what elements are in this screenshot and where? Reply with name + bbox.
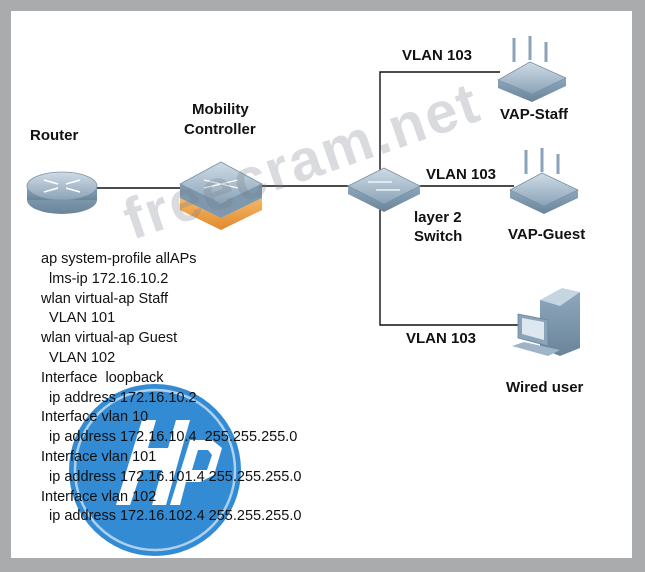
switch-label-line2: Switch	[414, 228, 463, 245]
config-line: wlan virtual-ap Staff	[41, 290, 169, 307]
config-line: Interface vlan 101	[41, 448, 157, 465]
switch-label-line1: layer 2	[414, 209, 462, 226]
vlan-label-wired: VLAN 103	[406, 330, 477, 347]
config-line: Interface vlan 10	[41, 409, 149, 426]
vlan-label-staff: VLAN 103	[402, 47, 473, 64]
controller-label-line1: Mobility	[192, 101, 249, 118]
layer2-switch-icon	[347, 167, 421, 212]
router-label: Router	[30, 127, 79, 144]
config-line: ap system-profile allAPs	[41, 251, 197, 267]
controller-label-line2: Controller	[184, 121, 256, 138]
links	[96, 71, 524, 326]
vap-staff-ap-icon	[497, 36, 567, 102]
vap-staff-label: VAP-Staff	[500, 106, 569, 123]
config-line: ip address 172.16.10.2	[41, 389, 197, 406]
config-line: Interface loopback	[41, 369, 164, 386]
config-line: ip address 172.16.10.4 255.255.255.0	[41, 429, 298, 446]
wired-user-workstation-icon	[512, 288, 580, 356]
link-switch-wired-user	[379, 198, 524, 326]
config-line: ip address 172.16.101.4 255.255.255.0	[41, 468, 302, 485]
mobility-controller-icon	[179, 161, 263, 230]
link-switch-vap-staff	[379, 71, 500, 178]
controller-config-text: ap system-profile allAPs lms-ip 172.16.1…	[41, 250, 301, 527]
config-line: Interface vlan 102	[41, 488, 157, 505]
config-line: wlan virtual-ap Guest	[41, 330, 178, 347]
config-line: lms-ip 172.16.10.2	[41, 270, 169, 287]
wired-user-label: Wired user	[506, 379, 584, 396]
vap-guest-ap-icon	[509, 148, 579, 214]
vap-guest-label: VAP-Guest	[508, 226, 586, 243]
router-icon	[26, 171, 98, 214]
config-line: VLAN 102	[41, 349, 116, 366]
vlan-label-guest: VLAN 103	[426, 166, 497, 183]
hp-logo-icon	[69, 384, 241, 556]
config-line: VLAN 101	[41, 310, 116, 327]
config-line: ip address 172.16.102.4 255.255.255.0	[41, 508, 302, 525]
